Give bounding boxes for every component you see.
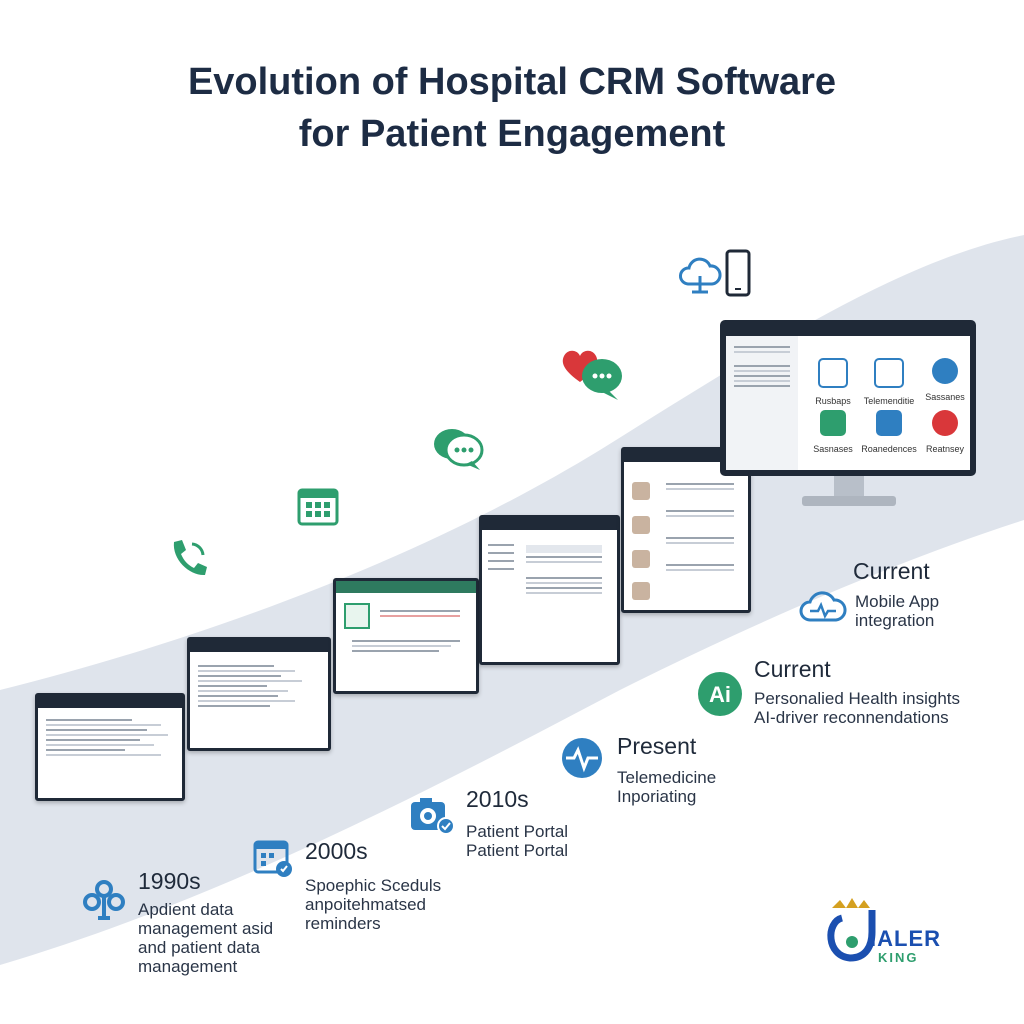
heartbeat-icon (562, 738, 602, 778)
page-title-line2: for Patient Engagement (298, 113, 726, 155)
screen-2000s-portal (333, 578, 479, 694)
monitor-tile-2: Telemenditie (854, 358, 924, 406)
chat-icon (434, 429, 484, 470)
svg-text:Ai: Ai (709, 682, 731, 707)
patient-data-icon (83, 880, 125, 920)
cloud-icon (679, 257, 722, 294)
calendar-icon (297, 488, 339, 526)
calendar-reminder-icon (253, 840, 292, 877)
screen-2010s (479, 515, 620, 665)
smartphone-icon (725, 249, 751, 297)
era-title-2010s: 2010s (466, 786, 529, 812)
dialer-king-logo: IALER KING (822, 896, 972, 968)
monitor-stand (834, 476, 864, 498)
monitor-tile-4: Sasnases (798, 410, 868, 454)
era-title-current-mobile: Current (853, 558, 930, 584)
monitor-tile-6: Reatnsey (910, 410, 980, 454)
monitor: Rusbaps Telemenditie Sassanes Sasnases R… (720, 320, 976, 476)
screen-2000s (187, 637, 331, 751)
portal-camera-icon (411, 798, 455, 835)
screen-present (621, 447, 751, 613)
era-title-1990s: 1990s (138, 868, 201, 894)
logo-text-top: IALER (870, 926, 941, 951)
era-title-2000s: 2000s (305, 838, 368, 864)
phone-icon (173, 540, 207, 576)
ai-icon: Ai (698, 672, 742, 716)
monitor-tile-3: Sassanes (910, 358, 980, 402)
cloud-heartbeat-icon (799, 591, 847, 622)
monitor-tile-1: Rusbaps (798, 358, 868, 406)
logo-d-mark (827, 898, 876, 962)
monitor-base (802, 496, 896, 506)
heart-chat-icon (562, 350, 622, 400)
screen-1990s (35, 693, 185, 801)
era-title-present: Present (617, 733, 697, 759)
era-title-current-ai: Current (754, 656, 831, 682)
logo-text-bottom: KING (878, 950, 919, 965)
monitor-tile-5: Roanedences (854, 410, 924, 454)
page-title-line1: Evolution of Hospital CRM Software (187, 61, 837, 103)
